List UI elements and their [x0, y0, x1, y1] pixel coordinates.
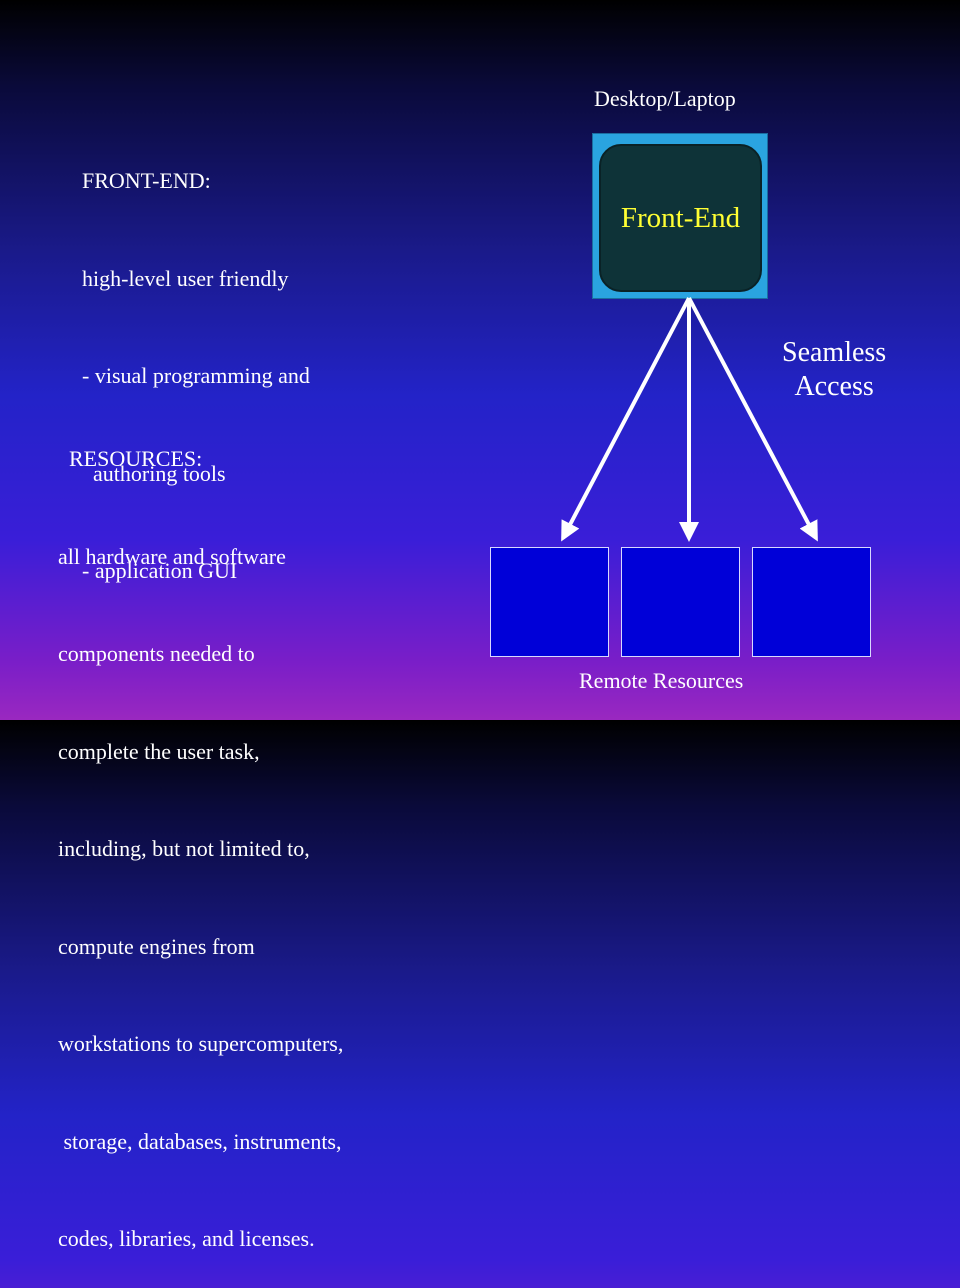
frontend-description: FRONT-END: high-level user friendly - vi… [82, 100, 310, 620]
frontend-description-line: high-level user friendly [82, 265, 289, 291]
front-end-label: Front-End [620, 201, 741, 234]
arrow-to-resource-1 [561, 297, 691, 542]
connection-arrows [561, 297, 818, 542]
device-label: Desktop/Laptop [594, 86, 736, 111]
resources-description-line: RESOURCES: [58, 446, 203, 471]
seamless-access-line: Access [782, 371, 874, 402]
resources-description-line: compute engines from [58, 933, 255, 959]
frontend-description-line: - application GUI [82, 558, 238, 583]
frontend-description-line: FRONT-END: [82, 168, 211, 193]
remote-resource-box [621, 547, 740, 657]
resources-description-line: complete the user task, [58, 738, 260, 764]
frontend-description-line: - visual programming and [82, 363, 310, 388]
seamless-access-label: Seamless Access [782, 336, 886, 404]
resources-description-line: codes, libraries, and licenses. [58, 1226, 315, 1251]
arrow-to-resource-3 [687, 297, 818, 542]
front-end-box: Front-End [599, 144, 762, 292]
seamless-access-line: Seamless [782, 337, 887, 368]
resources-description-line: including, but not limited to, [58, 836, 310, 861]
resources-description-line: all hardware and software [58, 543, 286, 569]
resources-description-line: components needed to [58, 641, 255, 666]
remote-resource-box [752, 547, 871, 657]
resources-description-line: workstations to supercomputers, [58, 1031, 344, 1056]
remote-resource-box [490, 547, 609, 657]
remote-resources-label: Remote Resources [579, 668, 744, 693]
resources-description-line: storage, databases, instruments, [58, 1128, 342, 1154]
frontend-description-line: authoring tools [82, 460, 226, 486]
